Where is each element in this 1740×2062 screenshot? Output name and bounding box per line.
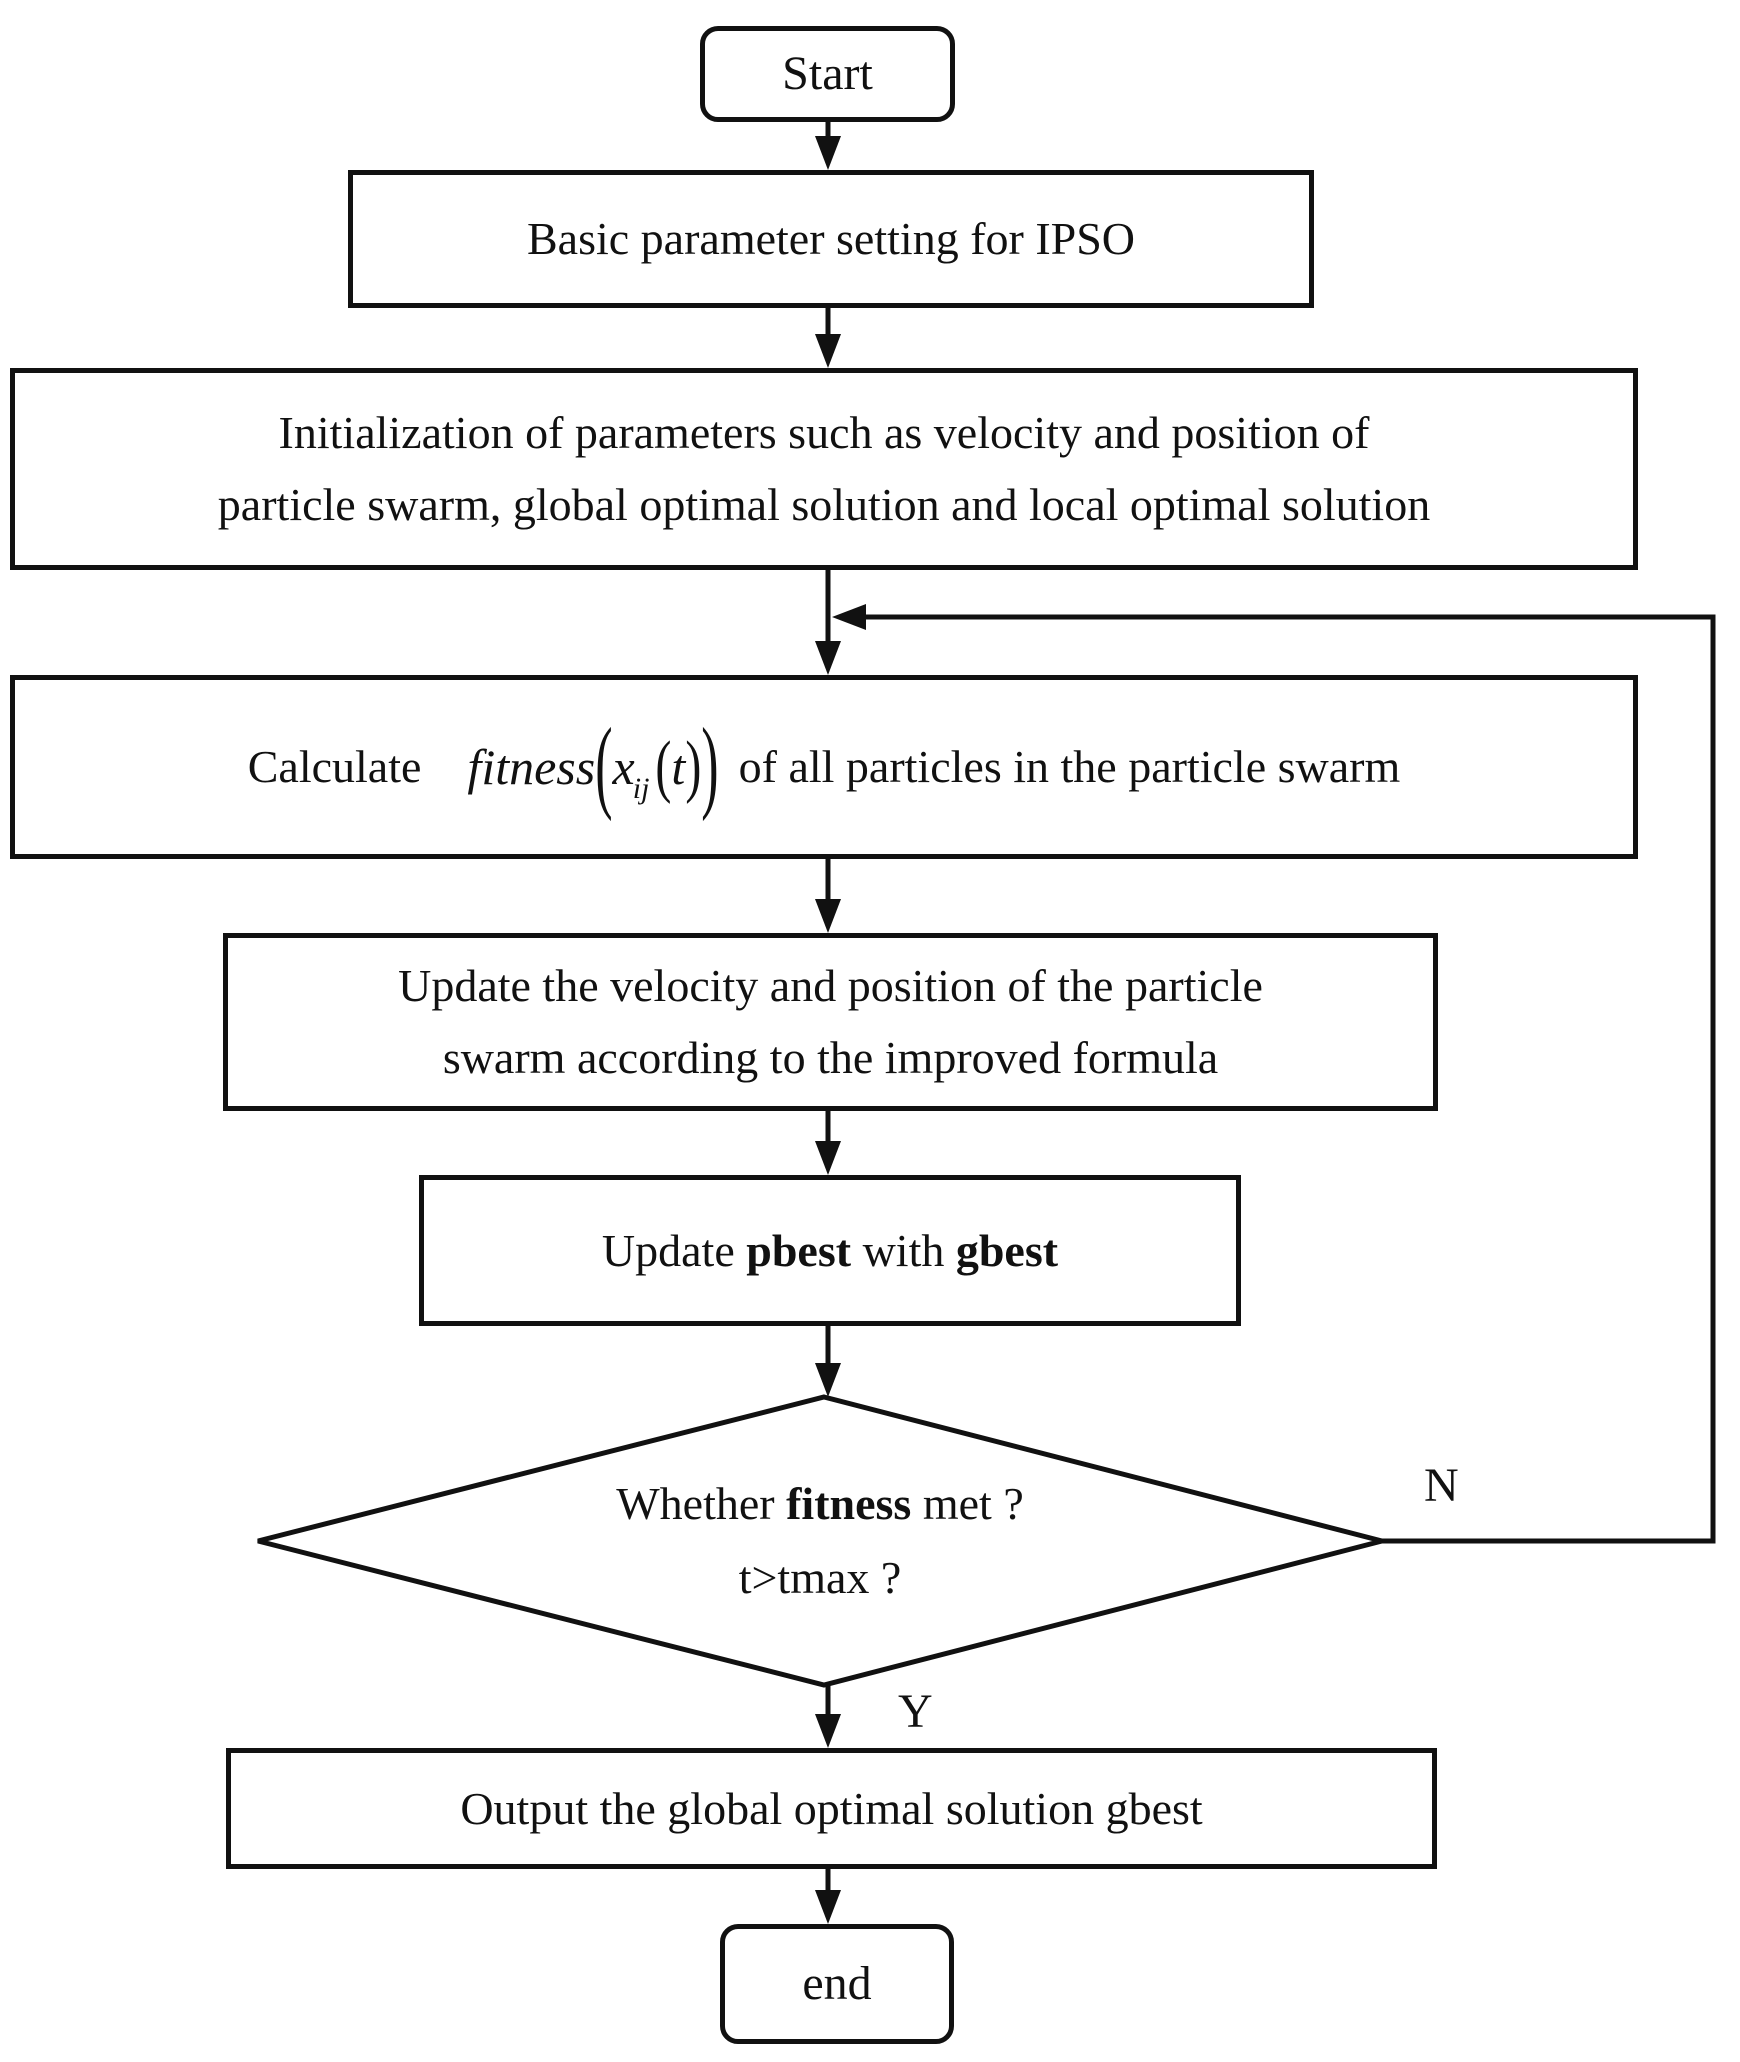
node-output-label: Output the global optimal solution gbest — [460, 1782, 1203, 1834]
node-decision: Whether fitness met ? t>tmax ? — [258, 1430, 1382, 1652]
node-initialization: Initialization of parameters such as vel… — [10, 368, 1638, 570]
updatepbest-bold-gbest: gbest — [955, 1224, 1059, 1276]
node-start: Start — [700, 26, 955, 122]
x-subscript-ij: ij — [632, 772, 650, 805]
decision-bold-fitness: fitness — [786, 1478, 912, 1529]
arrowheads — [815, 136, 866, 1924]
flow-lines — [825, 122, 1716, 1894]
decision-line2: t>tmax ? — [738, 1552, 902, 1603]
node-updatepbest-text: Update pbest with gbest — [602, 1215, 1058, 1287]
calculate-suffix: of all particles in the particle swarm — [738, 741, 1401, 792]
updatepbest-bold-pbest: pbest — [746, 1224, 852, 1276]
calculate-formula-row: Calculate fitness ( x ij ( t ) ) of all … — [247, 709, 1401, 823]
node-output-gbest: Output the global optimal solution gbest — [226, 1748, 1437, 1869]
arrowhead-loop-junction — [832, 604, 866, 630]
arrowhead-into-updatevel — [815, 899, 841, 933]
arrowhead-into-calculate — [815, 641, 841, 675]
node-start-label: Start — [782, 47, 873, 100]
edge-label-yes: Y — [898, 1685, 933, 1738]
node-init-line2: particle swarm, global optimal solution … — [217, 479, 1431, 530]
node-update-pbest: Update pbest with gbest — [419, 1175, 1241, 1326]
updatepbest-part1: Update — [601, 1224, 747, 1276]
node-end: end — [720, 1924, 954, 2044]
arrowhead-into-end — [815, 1890, 841, 1924]
fitness-term: fitness — [467, 739, 596, 795]
calculate-prefix: Calculate — [247, 741, 422, 792]
node-updatevel-line2: swarm according to the improved formula — [442, 1032, 1219, 1083]
arrowhead-into-basic — [815, 136, 841, 170]
decision-diamond-shape — [257, 1394, 1383, 1688]
decision-line1: Whether fitness met ? — [616, 1467, 1024, 1541]
node-update-velocity-position: Update the velocity and position of the … — [223, 933, 1438, 1111]
updatepbest-part2: with — [851, 1224, 956, 1276]
decision-part1: Whether — [616, 1478, 787, 1529]
node-init-line1: Initialization of parameters such as vel… — [278, 407, 1370, 458]
node-end-label: end — [802, 1957, 872, 2010]
node-basic-label: Basic parameter setting for IPSO — [526, 213, 1136, 264]
edge-label-no: N — [1424, 1459, 1459, 1512]
arrowhead-into-output — [815, 1714, 841, 1748]
node-basic-parameter-setting: Basic parameter setting for IPSO — [348, 170, 1314, 308]
t-term: t — [671, 739, 686, 795]
x-term: x — [612, 739, 635, 795]
arrowhead-into-updatepbest — [815, 1141, 841, 1175]
node-calculate-fitness: Calculate fitness ( x ij ( t ) ) of all … — [10, 675, 1638, 859]
decision-part2: met ? — [911, 1478, 1024, 1529]
arrowhead-into-decision — [815, 1363, 841, 1397]
node-updatevel-line1: Update the velocity and position of the … — [398, 960, 1263, 1011]
loop-line-no-branch — [862, 614, 1716, 1544]
arrowhead-into-init — [815, 334, 841, 368]
